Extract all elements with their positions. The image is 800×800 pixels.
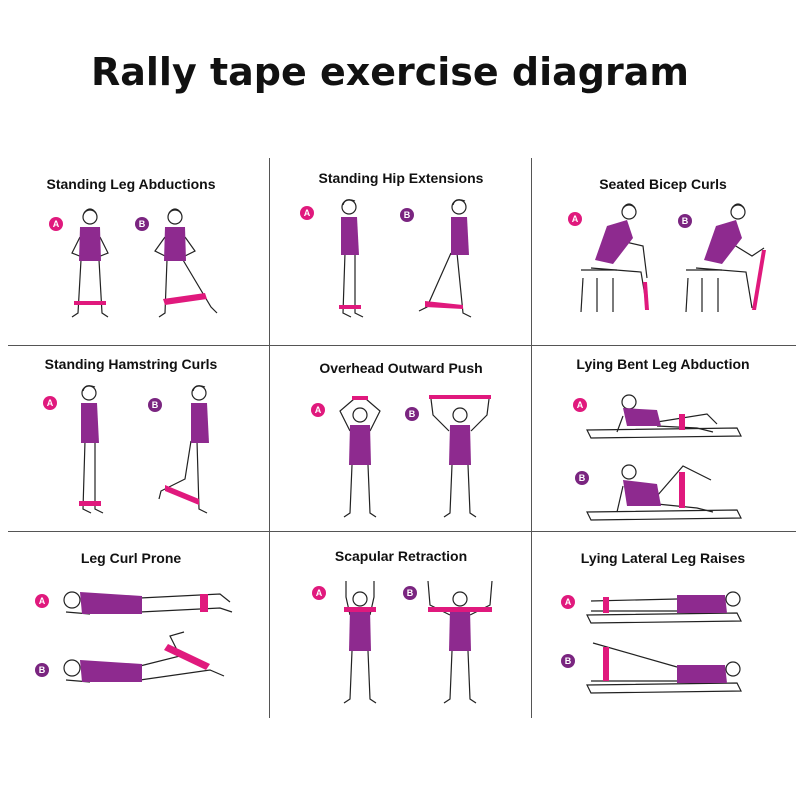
exercise-cell-leg-curl-prone: Leg Curl Prone A B (0, 532, 262, 718)
prone-leg-curl-figure-icon (63, 631, 225, 683)
step-a-badge: A (312, 586, 326, 600)
side-lying-figure-icon (586, 464, 742, 521)
grid-divider-vertical-1 (269, 158, 270, 718)
exercise-title: Overhead Outward Push (319, 360, 483, 376)
page-title: Rally tape exercise diagram (91, 50, 689, 94)
hip-extension-figure-icon (418, 199, 472, 318)
standing-side-figure-icon (79, 385, 104, 514)
scapular-retraction-figure-icon (427, 580, 493, 704)
standing-side-figure-icon (339, 199, 364, 318)
step-a-badge: A (43, 396, 57, 410)
step-b-badge: B (400, 208, 414, 222)
step-b-badge: B (403, 586, 417, 600)
exercise-title: Scapular Retraction (334, 548, 468, 564)
exercise-cell-seated-bicep-curls: Seated Bicep Curls A B (532, 160, 794, 346)
overhead-push-figure-icon (339, 396, 381, 518)
seated-curl-figure-icon (685, 203, 766, 313)
exercise-title: Standing Leg Abductions (46, 176, 216, 192)
step-a-badge: A (300, 206, 314, 220)
exercise-cell-standing-hip-extensions: Standing Hip Extensions A B (270, 160, 532, 346)
step-a-badge: A (35, 594, 49, 608)
exercise-title: Lying Bent Leg Abduction (576, 356, 750, 372)
grid-divider-vertical-2 (531, 158, 532, 718)
step-b-badge: B (35, 663, 49, 677)
exercise-cell-standing-leg-abductions: Standing Leg Abductions A B (0, 160, 262, 346)
step-a-badge: A (573, 398, 587, 412)
step-b-badge: B (148, 398, 162, 412)
step-a-badge: A (568, 212, 582, 226)
step-a-badge: A (311, 403, 325, 417)
step-b-badge: B (561, 654, 575, 668)
hamstring-curl-figure-icon (158, 385, 209, 514)
exercise-cell-scapular-retraction: Scapular Retraction A B (270, 532, 532, 718)
exercise-title: Seated Bicep Curls (599, 176, 727, 192)
step-b-badge: B (575, 471, 589, 485)
side-lying-figure-icon (586, 394, 742, 439)
exercise-cell-lying-lateral-leg-raises: Lying Lateral Leg Raises A B (532, 532, 794, 718)
standing-figure-icon (71, 208, 109, 318)
exercise-title: Lying Lateral Leg Raises (580, 550, 746, 566)
exercise-cell-overhead-outward-push: Overhead Outward Push A B (270, 346, 532, 532)
step-b-badge: B (135, 217, 149, 231)
exercise-title: Leg Curl Prone (80, 550, 182, 566)
grid-divider-horizontal-2 (8, 531, 796, 532)
exercise-title: Standing Hamstring Curls (44, 356, 218, 372)
leg-abduction-figure-icon (154, 208, 218, 318)
scapular-retraction-figure-icon (343, 581, 377, 704)
grid-divider-horizontal-1 (8, 345, 796, 346)
prone-figure-icon (63, 591, 233, 615)
side-lying-leg-raise-figure-icon (586, 591, 742, 624)
step-b-badge: B (405, 407, 419, 421)
step-a-badge: A (561, 595, 575, 609)
seated-curl-figure-icon (580, 203, 649, 313)
exercise-cell-lying-bent-leg-abduction: Lying Bent Leg Abduction A B (532, 346, 794, 532)
side-lying-leg-raise-figure-icon (586, 642, 742, 694)
exercise-title: Standing Hip Extensions (318, 170, 484, 186)
exercise-cell-standing-hamstring-curls: Standing Hamstring Curls A B (0, 346, 262, 532)
step-a-badge: A (49, 217, 63, 231)
overhead-push-figure-icon (429, 395, 491, 518)
step-b-badge: B (678, 214, 692, 228)
